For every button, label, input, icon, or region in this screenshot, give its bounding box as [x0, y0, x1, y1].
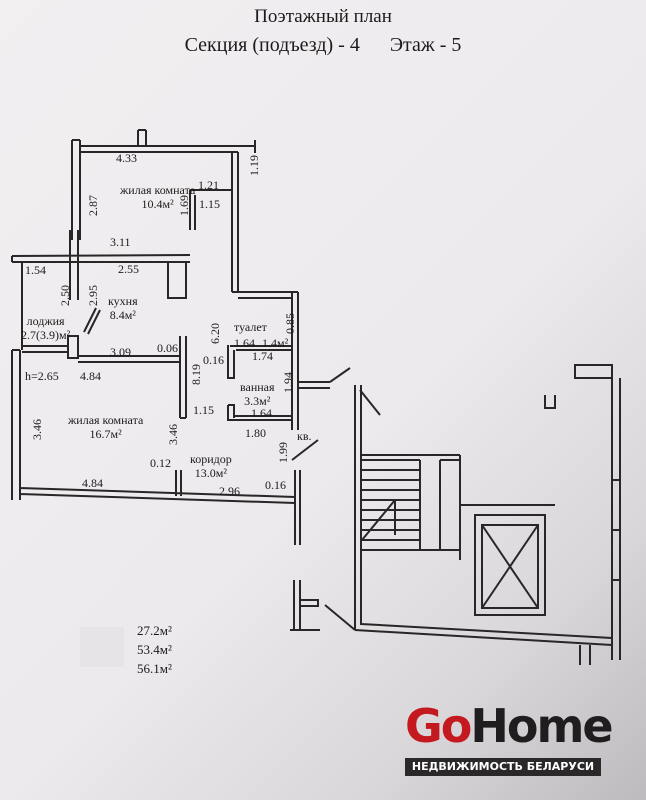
room-name: жилая комната [120, 183, 196, 197]
dimension: 1.99 [276, 442, 290, 463]
dimension: 6.20 [208, 323, 222, 344]
dimension: 1.64 [251, 406, 272, 420]
gohome-logo: GoHome [405, 699, 614, 753]
dimension: 1.94 [281, 372, 295, 393]
dimension: 2.55 [118, 262, 139, 276]
dimension: 3.46 [166, 424, 180, 445]
room-area: 8.4м² [109, 308, 136, 322]
dimension: 1.15 [193, 403, 214, 417]
dimension: 4.84 [82, 476, 103, 490]
room-name: лоджия [26, 314, 65, 328]
dimension: 2.50 [58, 285, 72, 306]
apartment-mark: кв. [297, 429, 312, 443]
dimension: 1.21 [198, 178, 219, 192]
room-name: коридор [190, 452, 232, 466]
room-area: 3.3м² [244, 394, 271, 408]
dimension: 3.11 [110, 235, 131, 249]
ceiling-height: h=2.65 [25, 369, 59, 383]
dimension: 2.96 [219, 484, 240, 498]
plan-title: Поэтажный план [254, 6, 392, 27]
dimension: 1.69 [177, 195, 191, 216]
room-toilet-name: туалет [234, 320, 267, 334]
plan-subtitle: Секция (подъезд) - 4 Этаж - 5 [184, 34, 462, 56]
total-living-area: 27.2м² [137, 623, 172, 638]
dimension: 2.87 [86, 195, 100, 216]
dimension: 1.15 [199, 197, 220, 211]
dimension: 0.16 [265, 478, 286, 492]
room-name: ванная [240, 380, 275, 394]
dimension: 3.09 [110, 345, 131, 359]
dimension: 0.85 [283, 313, 297, 334]
room-area: 16.7м² [89, 427, 122, 441]
dimension: 1.19 [247, 155, 261, 176]
dimension: 0.12 [150, 456, 171, 470]
dimension: 0.16 [203, 353, 224, 367]
redacted-area [80, 627, 124, 667]
room-area: 13.0м² [194, 466, 227, 480]
total-area: 53.4м² [137, 642, 172, 657]
dimension: 1.64 [234, 336, 255, 350]
dimension: 0.06 [157, 341, 178, 355]
room-name: кухня [108, 294, 138, 308]
room-toilet-area: 1.4м² [262, 336, 289, 350]
dimension: 1.54 [25, 263, 46, 277]
room-area: 10.4м² [141, 197, 174, 211]
room-area: 2.7(3.9)м² [21, 328, 71, 342]
room-name: жилая комната [68, 413, 144, 427]
logo-tagline: НЕДВИЖИМОСТЬ БЕЛАРУСИ [405, 758, 601, 776]
logo-home: Home [470, 699, 613, 753]
dimension: 1.80 [245, 426, 266, 440]
dimension: 8.19 [189, 364, 203, 385]
dimension: 2.95 [86, 285, 100, 306]
dimension: 4.84 [80, 369, 101, 383]
logo-go: Go [405, 699, 472, 753]
dimension: 3.46 [30, 419, 44, 440]
dimension: 4.33 [116, 151, 137, 165]
total-area-with-loggia: 56.1м² [137, 661, 172, 676]
dimension: 1.74 [252, 349, 273, 363]
